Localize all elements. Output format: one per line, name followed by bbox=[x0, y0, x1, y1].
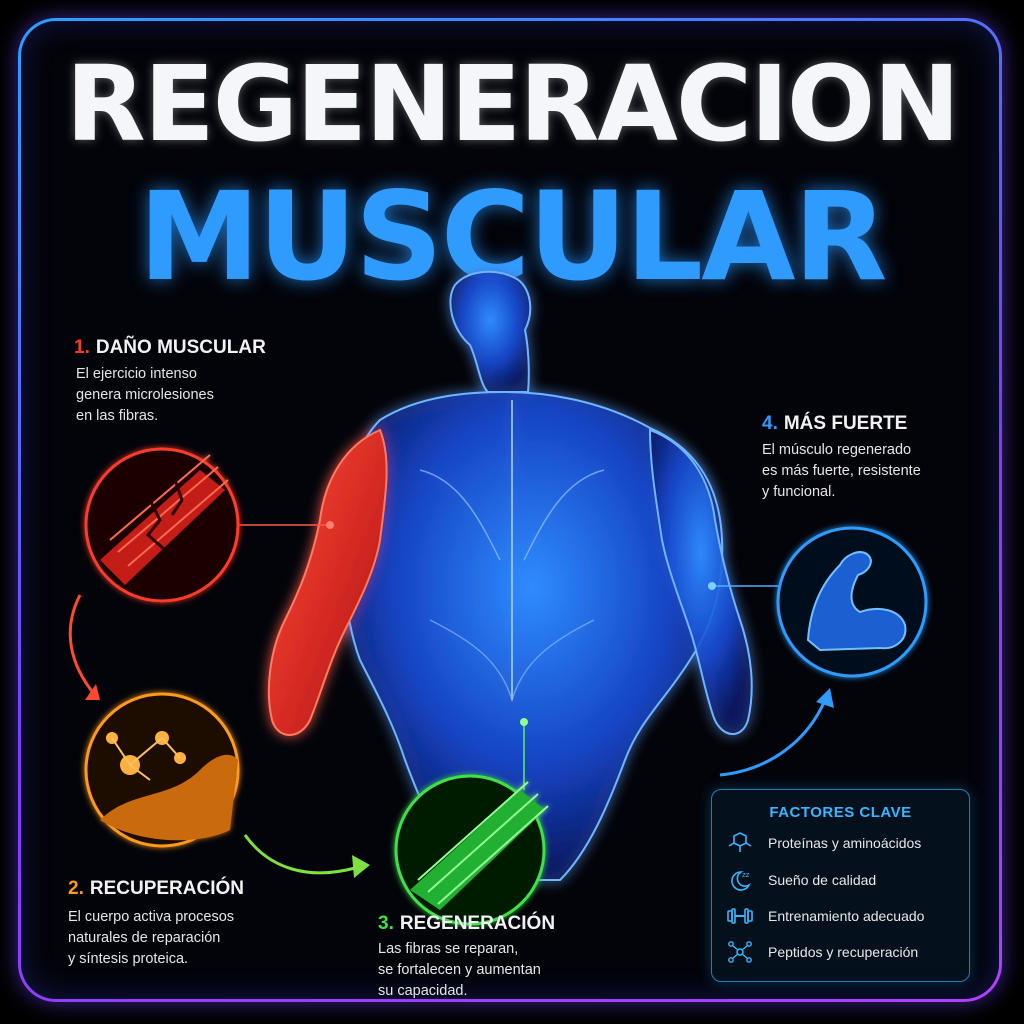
damage-fiber-circle bbox=[84, 447, 240, 603]
step-3-title: 3.REGENERACIÓN bbox=[378, 913, 555, 935]
factor-label: Entrenamiento adecuado bbox=[768, 908, 925, 924]
step-2-title: 2.RECUPERACIÓN bbox=[68, 878, 244, 900]
step-4-description: El músculo regenerado es más fuerte, res… bbox=[762, 440, 921, 503]
factor-item-protein: Proteínas y aminoácidos bbox=[724, 830, 921, 856]
factor-label: Proteínas y aminoácidos bbox=[768, 835, 922, 851]
step-1-line: en las fibras. bbox=[76, 408, 159, 424]
step-4-line: es más fuerte, resistente bbox=[762, 463, 921, 479]
title-line-1: REGENERACION bbox=[65, 43, 961, 165]
step-1-line: El ejercicio intenso bbox=[76, 366, 197, 382]
key-factors-title: FACTORES CLAVE bbox=[769, 804, 912, 821]
recovery-molecule-circle bbox=[84, 692, 240, 848]
factor-item-sleep: zz Sueño de calidad bbox=[724, 867, 876, 893]
step-4-number: 4. bbox=[762, 413, 778, 434]
step-3-number: 3. bbox=[378, 913, 394, 934]
svg-text:zz: zz bbox=[742, 871, 750, 879]
step-2-line: y síntesis proteica. bbox=[68, 951, 189, 967]
step-3-description: Las fibras se reparan, se fortalecen y a… bbox=[378, 939, 541, 1002]
regeneration-fiber-circle bbox=[394, 774, 549, 926]
step-1-description: El ejercicio intenso genera microlesione… bbox=[76, 364, 214, 427]
moon-sleep-icon: zz bbox=[724, 867, 756, 893]
peptide-network-icon bbox=[724, 939, 756, 965]
step-1-title: 1.DAÑO MUSCULAR bbox=[74, 337, 266, 359]
key-factors-panel: FACTORES CLAVE Proteínas y aminoácidos z… bbox=[711, 789, 970, 982]
step-2-description: El cuerpo activa procesos naturales de r… bbox=[68, 907, 234, 970]
factor-label: Sueño de calidad bbox=[768, 872, 877, 888]
dumbbell-icon bbox=[724, 903, 756, 929]
step-4-title: 4.MÁS FUERTE bbox=[762, 413, 907, 435]
step-1-number: 1. bbox=[74, 337, 90, 358]
step-2-line: naturales de reparación bbox=[68, 930, 221, 946]
stronger-bicep-circle bbox=[776, 526, 928, 678]
step-3-line: su capacidad. bbox=[378, 983, 468, 999]
step-3-line: se fortalecen y aumentan bbox=[378, 962, 541, 978]
step-1-line: genera microlesiones bbox=[76, 387, 214, 403]
step-3-title-text: REGENERACIÓN bbox=[399, 913, 556, 934]
step-2-title-text: RECUPERACIÓN bbox=[89, 878, 244, 899]
step-4-title-text: MÁS FUERTE bbox=[783, 413, 908, 434]
step-4-line: El músculo regenerado bbox=[762, 442, 912, 458]
factor-item-training: Entrenamiento adecuado bbox=[724, 903, 924, 929]
step-2-line: El cuerpo activa procesos bbox=[68, 909, 235, 925]
factor-label: Peptidos y recuperación bbox=[768, 944, 919, 960]
step-1-title-text: DAÑO MUSCULAR bbox=[95, 337, 266, 358]
human-back-figure bbox=[267, 270, 753, 881]
molecule-hexagon-icon bbox=[724, 830, 756, 856]
step-2-number: 2. bbox=[68, 878, 84, 899]
step-3-line: Las fibras se reparan, bbox=[378, 941, 519, 957]
factor-item-peptides: Peptidos y recuperación bbox=[724, 939, 918, 965]
step-4-line: y funcional. bbox=[762, 484, 836, 500]
